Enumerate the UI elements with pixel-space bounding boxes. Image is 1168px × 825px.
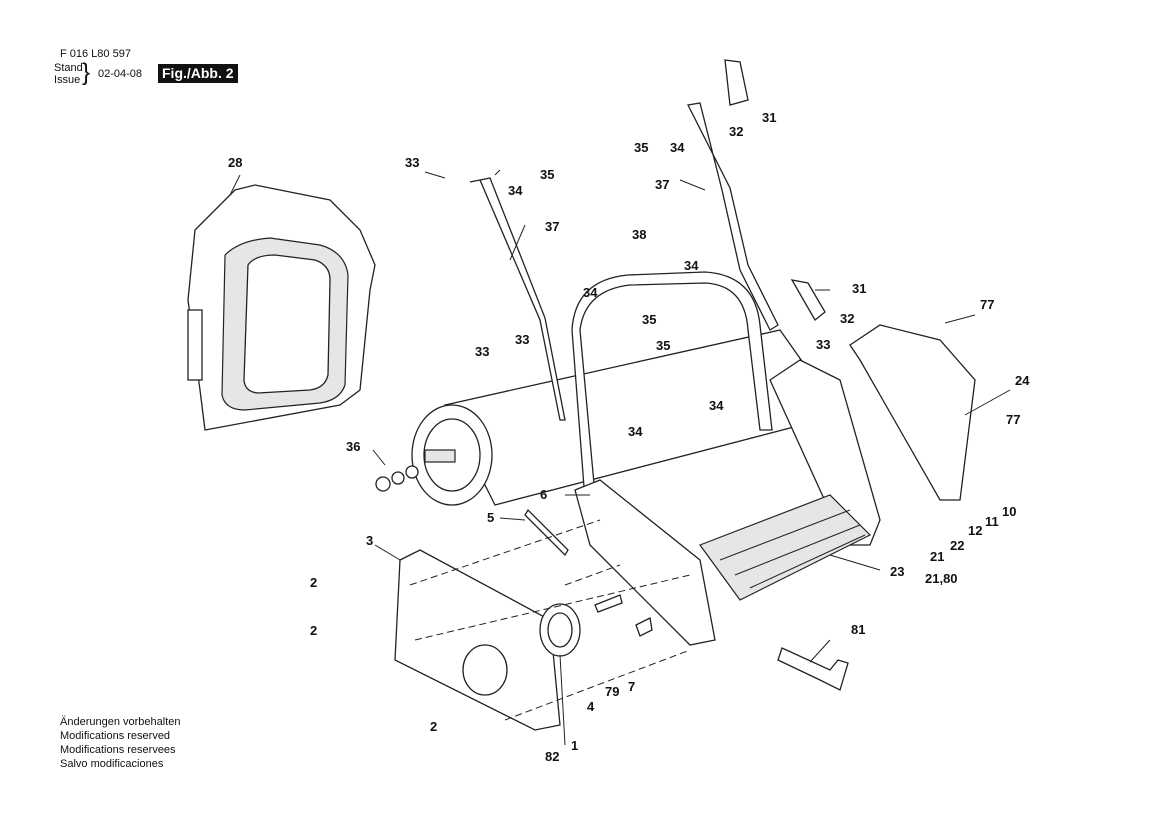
callout: 6 xyxy=(540,487,547,502)
footer-line: Änderungen vorbehalten xyxy=(60,716,181,728)
side-frame-left xyxy=(394,479,716,731)
callout: 35 xyxy=(656,338,670,353)
callout: 77 xyxy=(980,297,994,312)
callout: 37 xyxy=(655,177,669,192)
callout: 1 xyxy=(571,738,578,753)
callout: 34 xyxy=(583,285,598,300)
callout: 34 xyxy=(628,424,643,439)
figure-label: Fig./Abb. 2 xyxy=(158,64,238,83)
callout: 34 xyxy=(508,183,523,198)
callout-labels: 28 33 34 35 37 38 34 34 35 35 33 33 36 3… xyxy=(228,110,1030,764)
modification-notice: Änderungen vorbehalten Modifications res… xyxy=(60,715,180,771)
footer-line: Modifications reservees xyxy=(60,744,176,756)
callout: 82 xyxy=(545,749,559,764)
callout: 33 xyxy=(475,344,489,359)
callout: 79 xyxy=(605,684,619,699)
callout: 34 xyxy=(670,140,685,155)
callout: 2 xyxy=(310,623,317,638)
callout: 36 xyxy=(346,439,360,454)
callout: 33 xyxy=(515,332,529,347)
stand-label: Stand xyxy=(54,62,83,74)
cutting-cylinder xyxy=(699,494,872,601)
small-parts xyxy=(524,59,849,691)
footer-line: Salvo modificaciones xyxy=(60,758,164,770)
callout: 34 xyxy=(709,398,724,413)
callout: 3 xyxy=(366,533,373,548)
callout: 21 xyxy=(930,549,944,564)
callout: 35 xyxy=(540,167,554,182)
callout: 31 xyxy=(762,110,776,125)
callout: 77 xyxy=(1006,412,1020,427)
callout: 31 xyxy=(852,281,866,296)
callout: 7 xyxy=(628,679,635,694)
callout: 11 xyxy=(985,514,999,529)
callout: 2 xyxy=(310,575,317,590)
callout: 35 xyxy=(642,312,656,327)
issue-date: 02-04-08 xyxy=(98,68,143,80)
callout: 28 xyxy=(228,155,242,170)
callout: 33 xyxy=(816,337,830,352)
callout: 10 xyxy=(1002,504,1016,519)
callout: 38 xyxy=(632,227,646,242)
callout: 21,80 xyxy=(925,571,958,586)
callout: 35 xyxy=(634,140,648,155)
callout: 32 xyxy=(840,311,854,326)
callout: 34 xyxy=(684,258,699,273)
issue-label: Issue xyxy=(54,74,81,86)
footer-line: Modifications reserved xyxy=(60,730,171,742)
lawn-roller-drum xyxy=(375,329,842,506)
callout: 33 xyxy=(405,155,419,170)
callout: 5 xyxy=(487,510,494,525)
grass-box-cover xyxy=(187,184,376,431)
callout: 81 xyxy=(851,622,865,637)
handle-bars xyxy=(469,102,779,502)
part-number: F 016 L80 597 xyxy=(60,48,131,60)
leader-lines xyxy=(229,169,1011,746)
callout: 23 xyxy=(890,564,904,579)
callout: 22 xyxy=(950,538,964,553)
callout: 12 xyxy=(968,523,982,538)
callout: 4 xyxy=(587,699,595,714)
callout: 24 xyxy=(1015,373,1030,388)
dashed-assembly-lines xyxy=(409,519,691,721)
callout: 37 xyxy=(545,219,559,234)
callout: 2 xyxy=(430,719,437,734)
brace-glyph: } xyxy=(82,59,91,86)
callout: 32 xyxy=(729,124,743,139)
